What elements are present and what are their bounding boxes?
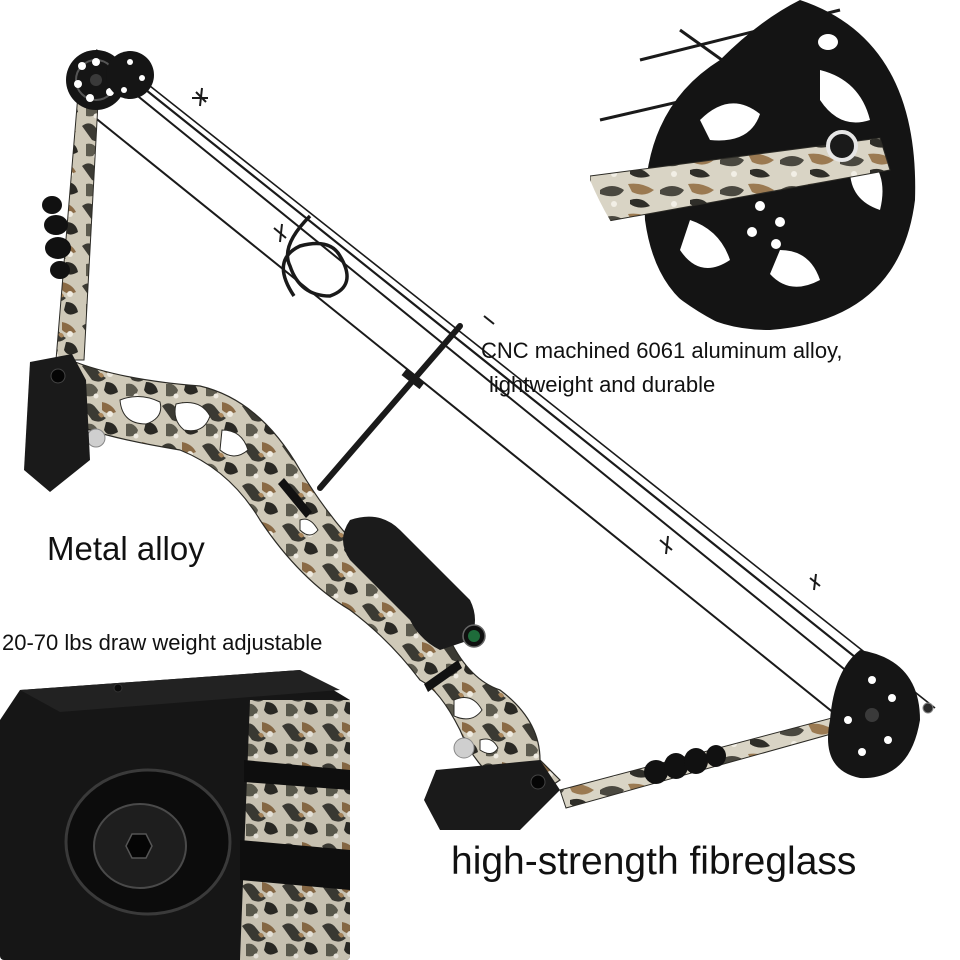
caption-fibreglass: high-strength fibreglass [451, 840, 857, 883]
hex-bolt-icon [64, 768, 232, 916]
cable-loop [281, 214, 349, 298]
lower-dampener [644, 745, 726, 784]
caption-cnc-line1: CNC machined 6061 aluminum alloy, [481, 338, 843, 363]
string-silencers [192, 87, 821, 591]
bow-strings [87, 49, 936, 731]
compass-icon [462, 624, 486, 648]
lower-limb-pocket [424, 760, 560, 830]
upper-limb-pocket [24, 354, 90, 492]
upper-cam-icon [66, 50, 154, 110]
upper-limb [55, 65, 101, 361]
riser-logo-plate [278, 478, 462, 692]
riser-cutouts [119, 396, 499, 754]
grip [343, 516, 475, 650]
lower-cam-icon [828, 650, 934, 779]
riser [59, 359, 561, 801]
caption-draw-weight: 20-70 lbs draw weight adjustable [2, 630, 323, 655]
upper-dampener [42, 196, 71, 279]
limb-bolt-closeup [0, 660, 350, 960]
caption-metal-alloy: Metal alloy [47, 530, 205, 567]
chrome-knob [453, 737, 475, 759]
caption-cnc-line2: lightweight and durable [489, 372, 716, 397]
arrow-rest [317, 323, 463, 491]
chrome-knob [86, 428, 106, 448]
cam-closeup [590, 0, 960, 340]
